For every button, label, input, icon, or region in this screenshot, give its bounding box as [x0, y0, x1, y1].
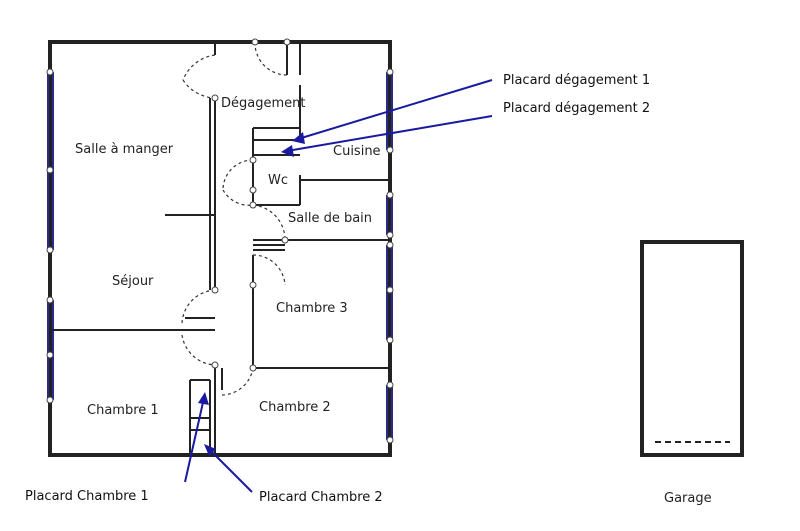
- windows: [47, 72, 393, 440]
- room-label-degagement: Dégagement: [221, 96, 305, 111]
- wall-knots: [46, 38, 394, 444]
- room-label-wc: Wc: [268, 173, 288, 188]
- room-label-salle-a-manger: Salle à manger: [75, 142, 174, 157]
- callout-placard-chambre-2: Placard Chambre 2: [259, 490, 383, 505]
- room-label-sejour: Séjour: [112, 274, 154, 289]
- interior-walls: [50, 42, 390, 455]
- room-label-garage: Garage: [664, 491, 712, 506]
- callout-arrows: [184, 79, 493, 493]
- room-label-cuisine: Cuisine: [333, 144, 381, 159]
- callout-placard-degagement-2: Placard dégagement 2: [503, 101, 650, 116]
- garage-outline: [640, 240, 744, 457]
- room-label-chambre-3: Chambre 3: [276, 301, 348, 316]
- door-swings: [181, 41, 288, 396]
- room-label-chambre-1: Chambre 1: [87, 403, 159, 418]
- house-outer-walls: [48, 40, 392, 457]
- room-label-chambre-2: Chambre 2: [259, 400, 331, 415]
- callout-placard-chambre-1: Placard Chambre 1: [25, 489, 149, 504]
- callout-placard-degagement-1: Placard dégagement 1: [503, 73, 650, 88]
- room-label-salle-de-bain: Salle de bain: [288, 211, 372, 226]
